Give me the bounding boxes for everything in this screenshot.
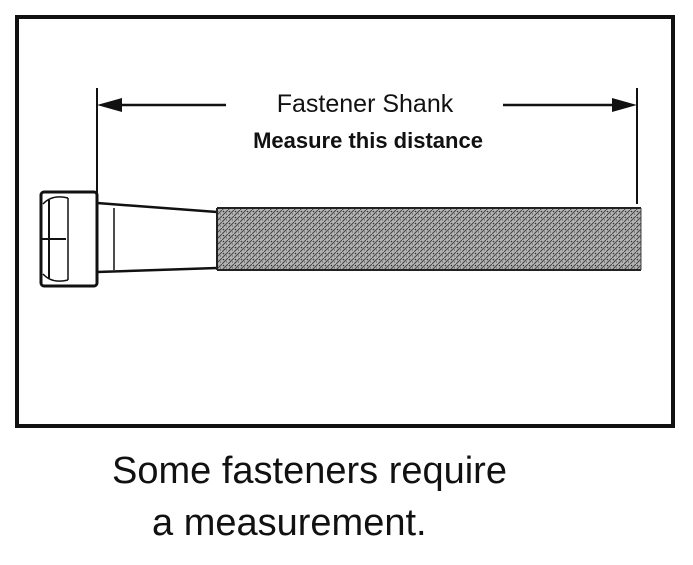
dimension-label-title: Fastener Shank xyxy=(277,90,454,118)
caption-line-1: Some fasteners require xyxy=(112,450,507,492)
fastener-diagram: Fastener Shank Measure this distance xyxy=(15,15,675,428)
bolt-threads xyxy=(216,207,642,271)
bolt-head-icon xyxy=(39,190,99,288)
dimension-label-subtitle: Measure this distance xyxy=(253,128,483,153)
arrowhead-left-icon xyxy=(97,98,122,112)
arrowhead-right-icon xyxy=(612,98,637,112)
caption-line-2: a measurement. xyxy=(152,502,427,544)
bolt-shank xyxy=(96,201,218,274)
